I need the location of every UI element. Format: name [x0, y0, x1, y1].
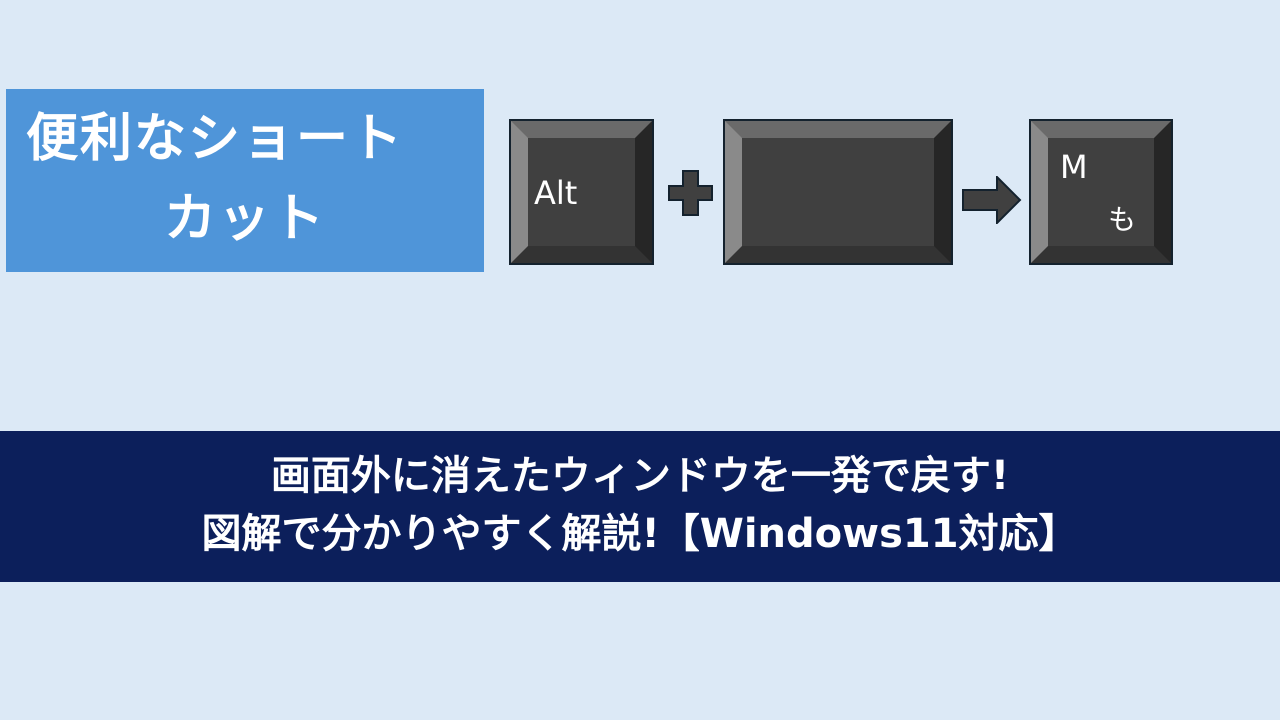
title-banner: 画面外に消えたウィンドウを一発で戻す! 図解で分かりやすく解説!【Windows… — [0, 431, 1280, 582]
m-key-label: M — [1060, 148, 1088, 186]
shortcut-label: 便利なショート カット — [6, 89, 484, 272]
blank-key — [723, 119, 953, 265]
title-line-1: 画面外に消えたウィンドウを一発で戻す! — [270, 453, 1010, 499]
alt-key: Alt — [509, 119, 654, 265]
title-line-2: 図解で分かりやすく解説!【Windows11対応】 — [201, 511, 1079, 557]
alt-key-label: Alt — [534, 174, 578, 212]
label-line-1: 便利なショート — [26, 109, 405, 169]
plus-icon — [668, 170, 713, 216]
label-line-2: カット — [164, 189, 327, 249]
arrow-right-icon — [962, 176, 1022, 224]
m-key-kana: も — [1108, 203, 1137, 236]
m-key: M も — [1029, 119, 1173, 265]
